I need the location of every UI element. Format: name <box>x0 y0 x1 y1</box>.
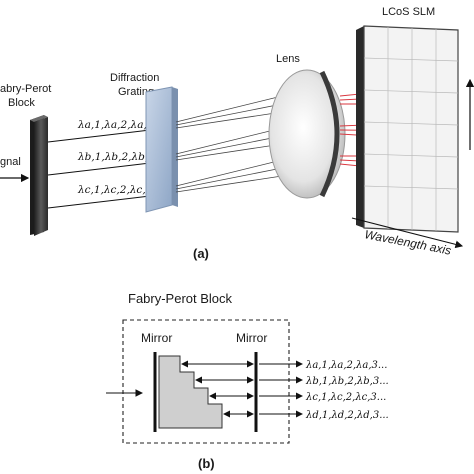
caption-b: (b) <box>198 456 215 471</box>
out-a-label: λa,1,λa,2,λa,3... <box>305 360 387 371</box>
cavity-arrows <box>181 360 254 418</box>
beam-b-label: λb,1,λb,2,λb,3... <box>77 151 165 163</box>
part-b-diagram: Fabry-Perot Block Mirror Mirror λa,1,λa,… <box>106 291 389 471</box>
grating-to-lens-beams <box>175 95 283 193</box>
signal-label: gnal <box>0 156 21 168</box>
stepped-spacer <box>158 355 223 429</box>
out-c-label: λc,1,λc,2,λc,3... <box>305 392 386 403</box>
beam-c-label: λc,1,λc,2,λc,3... <box>77 184 162 196</box>
beam-a-label: λa,1,λa,2,λa,3... <box>77 119 164 131</box>
lens-label: Lens <box>276 53 300 65</box>
grating-label-line2: Grating <box>118 86 154 98</box>
fp-to-grating-beams <box>47 129 151 209</box>
fp-block-label-line1: abry-Perot <box>0 83 51 95</box>
fabry-perot-block <box>30 115 48 236</box>
lcos-slm <box>356 25 459 233</box>
wavelength-axis-arrow <box>351 217 464 249</box>
mirror-right-label: Mirror <box>236 331 267 345</box>
part-a-diagram: gnal abry-Perot Block λa,1,λa,2,λa,3... … <box>0 6 474 261</box>
diffraction-grating <box>145 86 178 213</box>
mirror-left-label: Mirror <box>141 331 172 345</box>
caption-a: (a) <box>193 246 209 261</box>
lens <box>268 69 346 199</box>
out-b-label: λb,1,λb,2,λb,3... <box>305 376 389 387</box>
grating-label-line1: Diffraction <box>110 72 159 84</box>
fp-detail-box <box>122 319 290 444</box>
output-arrows <box>259 360 303 418</box>
fp-detail-title: Fabry-Perot Block <box>128 291 233 306</box>
fp-block-label-line2: Block <box>8 97 35 109</box>
out-d-label: λd,1,λd,2,λd,3... <box>305 410 389 421</box>
slm-label: LCoS SLM <box>382 6 435 18</box>
